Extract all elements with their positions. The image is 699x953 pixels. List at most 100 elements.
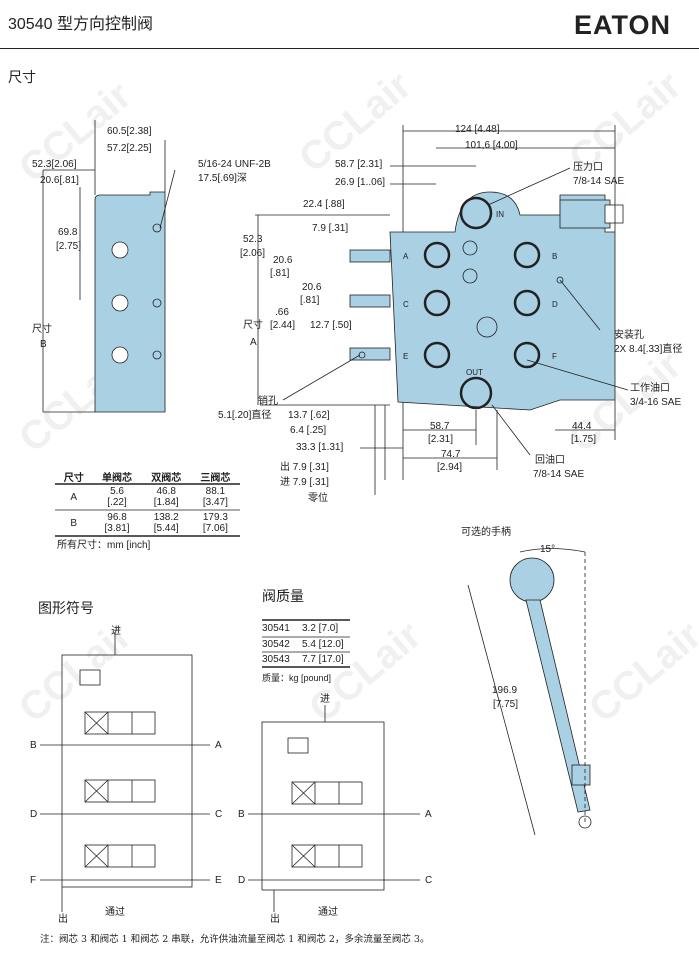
dim-label: [.81] [270,268,290,279]
cell-in: [7.06] [202,523,228,534]
dim-label: 13.7 [.62] [288,410,330,421]
dim-label: [2.75] [56,241,82,252]
mass-model: 30542 [262,639,290,650]
mass-unit: 质量：kg [pound] [262,673,332,683]
table-row: B 96.8[3.81] 138.2[5.44] 179.3[7.06] [55,510,240,536]
eaton-logo: EATON [574,10,672,40]
row-label: B [70,517,78,529]
handle-title: 可选的手柄 [461,527,511,538]
port-label: OUT [466,368,483,377]
dim-label: 尺寸 [32,324,52,335]
dim-label: 58.7 [2.31] [335,159,383,170]
dim-label: 52.3[2.06] [32,159,77,170]
dim-label: 44.4 [572,421,592,432]
dim-label: A [250,337,257,348]
work-port-spec: 3/4-16 SAE [630,397,682,408]
dim-label: 26.9 [1..06] [335,177,386,188]
dimension-table: 尺寸单阀芯双阀芯三阀芯 A 5.6[.22] 46.8[1.84] 88.1[3… [55,469,240,536]
dim-label: 出 7.9 [.31] [280,462,329,473]
symbol-label: B [238,809,245,820]
dim-label: 进 7.9 [.31] [280,477,329,488]
port-label: E [403,352,409,361]
dim-label: 57.2[2.25] [107,143,152,154]
mass-value: 7.7 [17.0] [302,654,344,665]
page-title: 30540 型方向控制阀 [8,16,153,33]
port-label: B [552,252,558,261]
mount-hole-spec: 2X 8.4[.33]直径 [614,344,683,355]
port-label: IN [496,210,504,219]
pressure-port-label: 压力口 [573,162,603,173]
dim-label: [2.06] [240,248,266,259]
row-label: A [70,491,78,503]
dim-label: 124 [4.48] [455,124,500,135]
pin-hole-label: 销孔 [258,396,278,407]
symbol-label: 进 [320,694,330,705]
symbol-label: 通过 [318,907,338,918]
mass-value: 5.4 [12.0] [302,639,344,650]
symbol-label: 通过 [105,907,125,918]
thread-label: 5/16-24 UNF-2B [198,159,271,170]
port-label: C [403,300,409,309]
handle-length: 196.9 [492,685,518,696]
port-label: A [403,252,409,261]
cell-in: [.22] [107,497,127,508]
cell-in: [3.47] [202,497,228,508]
cell-in: [1.84] [153,497,179,508]
symbol-label: 出 [270,914,280,925]
pin-hole-spec: 5.1[.20]直径 [218,410,272,421]
cell-mm: 5.6 [110,486,124,497]
work-port-label: 工作油口 [630,383,670,394]
dim-label: 52.3 [243,234,263,245]
dim-label: 22.4 [.88] [303,199,345,210]
mass-value: 3.2 [7.0] [302,623,339,634]
dim-label: 20.6 [302,282,322,293]
dim-label: 69.8 [58,227,78,238]
dim-label: .66 [275,307,289,318]
table-row: A 5.6[.22] 46.8[1.84] 88.1[3.47] [55,484,240,510]
symbols-title: 图形符号 [38,600,94,616]
dim-label: 12.7 [.50] [310,320,352,331]
dim-label: 尺寸 [243,320,263,331]
units-note: 所有尺寸：mm [inch] [57,540,151,551]
port-label: D [552,300,558,309]
symbol-label: D [30,809,38,820]
dim-label: [2.94] [437,462,463,473]
symbol-label: E [215,875,222,886]
cell-in: [3.81] [104,523,130,534]
dim-label: 74.7 [441,449,461,460]
table-header: 尺寸 [63,473,84,484]
cell-mm: 179.3 [202,512,228,523]
pressure-port-spec: 7/8-14 SAE [573,176,625,187]
dim-label: 60.5[2.38] [107,126,152,137]
dim-label: 20.6 [273,255,293,266]
footnote: 注：阀芯 3 和阀芯 1 和阀芯 2 串联，允许供油流量至阀芯 1 和阀芯 2，… [40,934,430,945]
dim-label: 零位 [308,493,328,504]
symbol-label: D [238,875,246,886]
mass-model: 30541 [262,623,290,634]
symbol-label: A [215,740,222,751]
return-port-spec: 7/8-14 SAE [533,469,585,480]
dim-label: 7.9 [.31] [312,223,349,234]
symbol-label: B [30,740,37,751]
cell-mm: 88.1 [205,486,226,497]
port-label: F [552,352,557,361]
cell-mm: 46.8 [156,486,176,497]
mount-hole-label: 安装孔 [614,330,644,341]
cell-in: [5.44] [153,523,179,534]
dim-label: 101,6 [4.00] [465,140,518,151]
table-header: 双阀芯 [151,473,182,484]
dim-label: [2.44] [270,320,296,331]
dim-label: [1.75] [571,434,597,445]
header-divider [0,48,699,49]
symbol-label: A [425,809,432,820]
handle-angle: 15° [540,544,556,555]
dim-label: 6.4 [.25] [290,425,327,436]
dim-label: B [40,339,47,350]
dim-label: 58.7 [430,421,450,432]
dim-label: 33.3 [1.31] [296,442,344,453]
dim-label: 20.6[.81] [40,175,79,186]
return-port-label: 回油口 [535,455,565,466]
cell-mm: 96.8 [107,512,127,523]
dim-label: [.81] [300,295,320,306]
